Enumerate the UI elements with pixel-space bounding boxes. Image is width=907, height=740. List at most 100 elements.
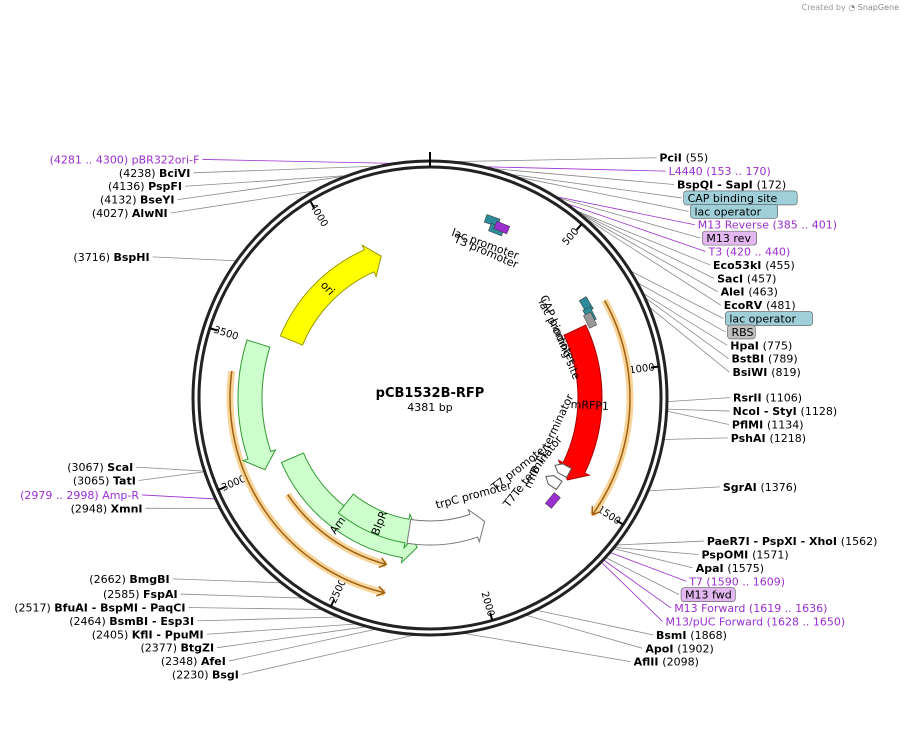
enzyme-site-label[interactable]: PaeR7I - PspXI - XhoI (1562) [707,535,878,548]
tick-mark [489,612,494,621]
enzyme-site-label[interactable]: ApoI (1902) [645,642,713,655]
leader-line [574,209,715,279]
feature-box-label[interactable]: CAP binding site [688,192,778,205]
enzyme-site-label[interactable]: (2948) XmnI [71,502,143,515]
feature-box-label[interactable]: M13 rev [706,232,751,245]
feature-ampr2[interactable] [237,339,277,471]
feature-trpc[interactable] [406,508,486,546]
plasmid-center-label: pCB1532B-RFP 4381 bp [376,386,485,414]
primer-label[interactable]: (4281 .. 4300) pBR322ori-F [50,153,200,166]
enzyme-site-label[interactable]: (2230) BsgI [172,668,239,681]
feature-box [690,204,779,219]
site-labels: PciI (55)L4440 (153 .. 170)BspQI - SapI … [14,152,877,682]
watermark-brand: ◔ SnapGene [848,3,899,12]
watermark-prefix: Created by [801,3,846,12]
tick-mark [309,200,315,208]
leader-line [648,486,720,492]
enzyme-site-label[interactable]: PciI (55) [659,152,708,165]
feature-box-label[interactable]: RBS [732,326,754,339]
tick-mark [575,223,583,231]
orf-arrowhead [591,506,601,516]
enzyme-site-label[interactable]: (3067) ScaI [67,461,133,474]
leader-line [629,270,724,319]
enzyme-site-label[interactable]: PflMI (1134) [732,418,804,431]
tick-label: 1000 [629,362,656,376]
leader-line [648,306,730,373]
enzyme-site-label[interactable]: (2517) BfuAI - BspMI - PaqCI [14,601,185,614]
enzyme-site-label[interactable]: (2662) BmgBI [89,573,169,586]
leader-line [228,628,378,662]
feature-box-label[interactable]: M13 fwd [685,589,732,602]
leader-line [564,202,706,252]
leader-line [612,548,693,569]
leader-line [241,634,417,675]
leader-line [613,547,699,555]
enzyme-site-label[interactable]: (4132) BseYI [100,194,175,207]
enzyme-site-label[interactable]: (2348) AfeI [161,655,226,668]
enzyme-site-label[interactable]: BstBI (789) [732,353,798,366]
inner-feature-label: trpC promoter [434,479,513,512]
enzyme-site-label[interactable]: PshAI (1218) [731,432,806,445]
enzyme-site-label[interactable]: (2405) KflI - PpuMI [92,628,204,641]
primer-label[interactable]: M13 Reverse (385 .. 401) [698,219,837,232]
enzyme-site-label[interactable]: (3065) TatI [73,475,136,488]
leader-line [177,175,348,201]
enzyme-site-label[interactable]: (3716) BspHI [73,251,149,264]
tick-label: 2000 [479,590,496,617]
leader-line [642,292,728,346]
enzyme-site-label[interactable]: (2585) FspAI [103,588,178,601]
primer-label[interactable]: M13/pUC Forward (1628 .. 1650) [666,615,846,628]
feature-ori[interactable] [279,244,382,346]
feature-box [680,587,736,602]
leader-line [666,397,731,403]
primer-label[interactable]: M13 Forward (1619 .. 1636) [674,602,827,615]
enzyme-site-label[interactable]: (2464) BsmBI - Esp3I [69,615,194,628]
enzyme-site-label[interactable]: HpaI (775) [730,339,792,352]
primer-label[interactable]: L4440 (153 .. 170) [669,165,771,178]
leader-line [666,410,730,425]
leader-line [555,196,701,239]
leader-line [666,408,730,412]
enzyme-site-label[interactable]: (2377) BtgZI [140,642,214,655]
enzyme-site-label[interactable]: BspQI - SapI (172) [677,179,786,192]
primer-label[interactable]: (2979 .. 2998) Amp-R [20,489,139,502]
leader-line [193,165,382,174]
enzyme-site-label[interactable]: BsiWI (819) [732,366,800,379]
enzyme-site-label[interactable]: (4238) BciVI [119,167,190,180]
feature-mrfp1[interactable] [557,324,603,481]
enzyme-site-label[interactable]: Eco53kI (455) [713,259,795,272]
enzyme-site-label[interactable]: ApaI (1575) [696,562,764,575]
leader-line [513,175,689,212]
feature-label: mRFP1 [570,398,609,413]
primer-label[interactable]: T7 (1590 .. 1609) [688,575,785,588]
enzyme-site-label[interactable]: (4027) AlwNI [92,207,168,220]
feature-box-label[interactable]: lac operator [729,313,796,326]
tick-mark [209,327,218,332]
terminator-mark [545,475,563,491]
enzyme-site-label[interactable]: PspOMI (1571) [702,548,789,561]
feature-mark [493,220,511,235]
enzyme-site-label[interactable]: SgrAI (1376) [723,481,797,494]
label-leader-lines [136,157,731,675]
enzyme-site-label[interactable]: (4136) PspFI [108,180,182,193]
enzyme-site-label[interactable]: SacI (457) [717,272,776,285]
leader-line [172,578,282,584]
orf-line [229,370,385,594]
orf-arrowhead [376,585,386,597]
tick-mark [615,519,624,526]
feature-box-label[interactable]: lac operator [695,205,762,218]
leader-line [481,166,666,172]
primer-label[interactable]: T3 (420 .. 440) [708,246,791,259]
leader-line [138,471,205,481]
leader-line [580,214,721,306]
leader-line [448,157,657,163]
enzyme-site-label[interactable]: RsrII (1106) [733,392,802,405]
enzyme-site-label[interactable]: NcoI - StyI (1128) [733,405,837,418]
enzyme-site-label[interactable]: EcoRV (481) [724,299,796,312]
enzyme-site-label[interactable]: BsmI (1868) [656,629,727,642]
tick-mark [329,598,336,608]
leader-line [605,557,680,596]
enzyme-site-label[interactable]: AflII (2098) [634,656,699,669]
enzyme-site-label[interactable]: AleI (463) [721,286,778,299]
